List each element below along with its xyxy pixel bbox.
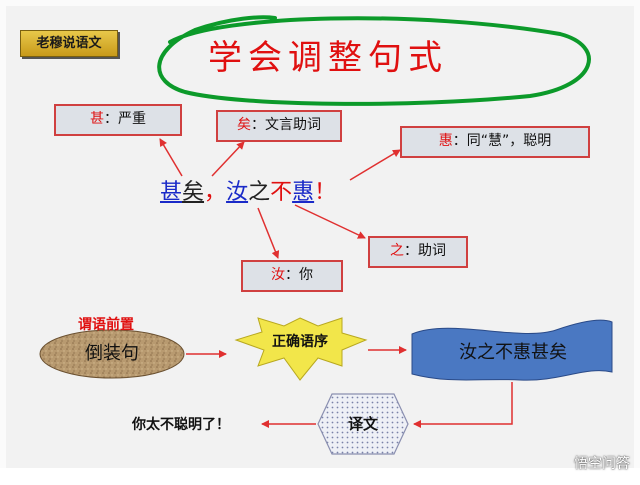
annotation-shen: 甚：严重 [54, 104, 182, 136]
translation-label: 译文 [347, 415, 378, 433]
sentence-char-zhi: 之 [248, 180, 271, 205]
sentence-char-hui: 惠 [292, 180, 315, 205]
sentence-comma: ， [204, 180, 227, 205]
annotation-meaning: 文言助词 [265, 117, 321, 133]
title-highlight-circle [157, 15, 591, 106]
annotation-ru: 汝：你 [241, 260, 343, 292]
correct-order-star [234, 317, 368, 381]
annotation-meaning: 严重 [118, 111, 146, 127]
reordered-sentence-label: 汝之不惠甚矣 [459, 342, 567, 363]
arrow-zhi [294, 204, 366, 239]
reordered-sentence-banner [411, 319, 613, 381]
annotation-hui: 惠：同“慧”，聪明 [400, 126, 590, 158]
annotation-sep: ： [285, 267, 299, 283]
annotation-char: 之 [390, 243, 404, 259]
translation-result: 你太不聪明了！ [132, 417, 230, 433]
annotation-zhi: 之：助词 [368, 236, 468, 268]
translation-hexagon [317, 393, 409, 455]
correct-order-label: 正确语序 [272, 334, 328, 350]
arrow-ru [257, 207, 280, 259]
annotation-char: 矣 [237, 117, 251, 133]
annotation-yi: 矣：文言助词 [216, 110, 342, 142]
sentence-char-yi: 矣 [182, 180, 205, 205]
arrow-hui [349, 149, 401, 181]
annotation-meaning: 同“慧”，聪明 [466, 133, 552, 149]
watermark: 悟空问答 [574, 456, 630, 472]
annotation-sep: ： [251, 117, 265, 133]
arrow-yi [211, 141, 245, 177]
annotation-char: 甚 [90, 111, 104, 127]
inverted-sentence-ellipse [39, 329, 185, 379]
slide-background [6, 6, 634, 468]
sentence-exclamation: ！ [314, 180, 337, 205]
annotation-char: 惠 [438, 133, 453, 149]
annotation-meaning: 助词 [418, 243, 446, 259]
arrow-shen [159, 138, 183, 177]
annotation-sep: ： [404, 243, 418, 259]
annotation-sep: ： [104, 111, 118, 127]
bottom-strip [0, 468, 640, 485]
annotation-char: 汝 [271, 267, 285, 283]
classical-sentence: 甚矣，汝之不惠！ [160, 176, 336, 210]
arrow-banner-to-hexagon [413, 382, 513, 428]
annotation-sep: ： [452, 133, 467, 149]
page-title: 学会调整句式 [208, 38, 448, 78]
sentence-char-bu: 不 [270, 180, 293, 205]
sentence-char-shen: 甚 [160, 180, 183, 205]
sentence-char-ru: 汝 [226, 180, 249, 205]
annotation-meaning: 你 [299, 267, 313, 283]
predicate-front-label: 谓语前置 [78, 317, 134, 333]
inverted-sentence-label: 倒装句 [85, 343, 139, 364]
author-badge: 老穆说语文 [20, 30, 118, 57]
